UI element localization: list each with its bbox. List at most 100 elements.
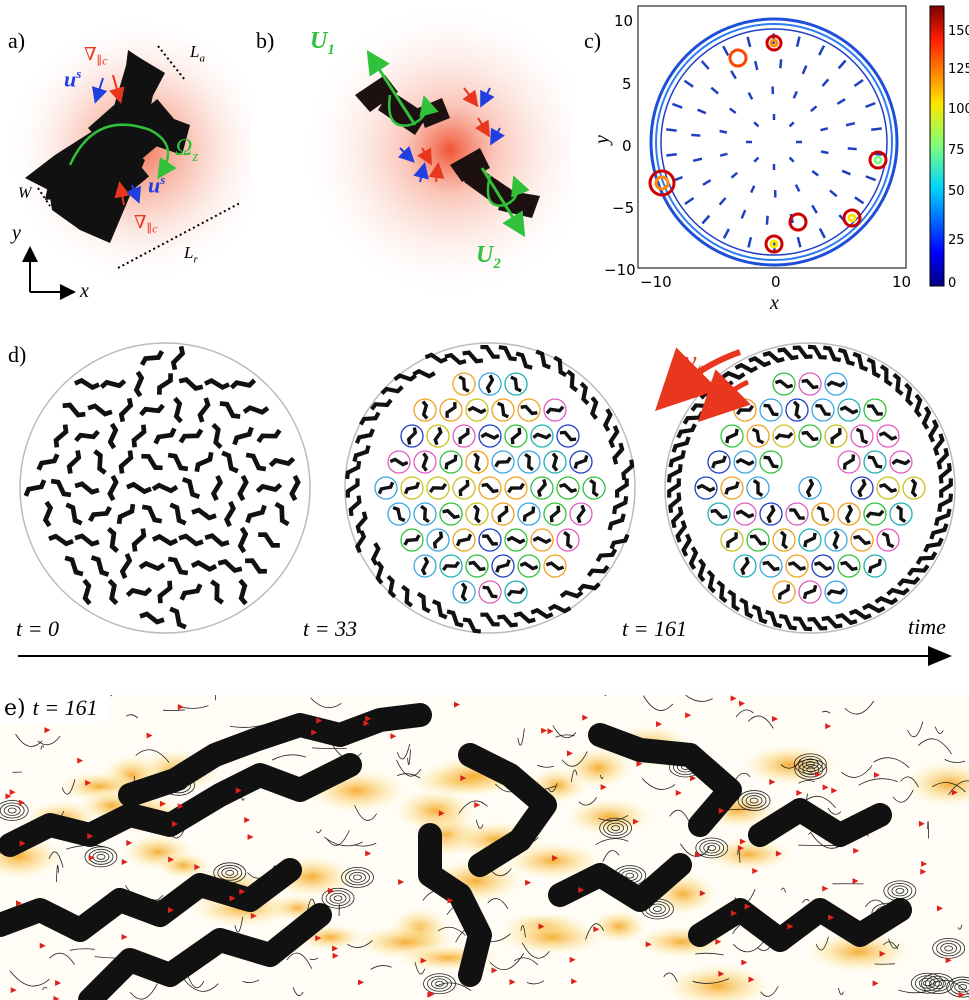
streamline [56,864,59,883]
vortex-streamline [0,800,29,821]
z-particle-right-stub [138,110,190,155]
zigzag-particle [697,558,706,583]
grad-symbol-2: ∇ [134,212,147,232]
streamline [40,745,45,750]
y-tick: 0 [622,137,632,155]
vortex-streamline [946,976,969,998]
zigzag-particle [211,422,223,450]
zigzag-particle [428,482,448,494]
zigzag-particle [23,479,47,497]
rotation-ring [772,372,796,396]
rotation-ring [556,476,580,500]
flow-arrowhead [822,784,829,791]
streamline [841,765,873,778]
flow-arrowhead [15,900,22,907]
zigzag-particle [412,368,436,379]
zigzag-particle [74,533,100,547]
zigzag-particle [777,584,791,600]
zigzag-particle [892,372,904,396]
streamline [310,697,342,709]
vortex-streamline [341,867,374,888]
y-axis-label: y [590,135,613,144]
rotation-ring [387,502,411,526]
vortex-streamline [798,761,824,778]
U2-sub: 2 [493,255,501,272]
colorbar [929,5,945,287]
zigzag-particle [139,403,165,417]
zigzag-particle [878,431,898,441]
zigzag-particle [710,508,728,520]
zigzag-particle [559,430,577,442]
snapshot-3-time: t = 161 [622,616,687,641]
heat-glow [389,786,481,835]
flow-arrowhead [731,910,738,917]
streamline [804,795,836,809]
streamline [435,982,472,991]
streamline [570,769,578,782]
zigzag-particle [355,511,368,534]
streamline [957,924,963,930]
zigzag-particle [576,504,586,524]
zigzag-particle [380,385,404,395]
zigzag-particle [853,534,871,546]
trajectory-segment [700,60,710,70]
streamline [526,980,545,985]
z-particle-left-stub [45,160,95,200]
zigzag-particle [403,481,421,495]
trajectory-segment [747,92,754,100]
zigzag-particle [389,457,409,467]
zigzag-particle [131,528,147,552]
streamline [918,738,952,755]
zigzag-particle [532,535,552,545]
vortex-streamline [932,937,966,959]
vortex-streamline [325,890,351,907]
flow-arrowhead [921,860,928,867]
zigzag-particle [667,478,681,498]
zigzag-particle [751,604,768,625]
zigzag-particle [420,504,430,524]
zigzag-particle [867,455,883,469]
zigzag-particle [792,345,813,359]
rotation-ring [517,502,541,526]
zigzag-particle [506,535,526,545]
zigzag-particle [524,452,534,472]
zigzag-particle [245,452,267,472]
zigzag-particle [910,478,918,498]
trajectory-segment [794,184,801,192]
zigzag-particle [467,405,487,415]
streamline [326,830,350,846]
zigzag-particle [462,617,482,634]
zigzag-particle [42,500,54,528]
vortex-streamline [737,790,771,811]
zigzag-particle [874,596,899,606]
zigzag-particle [801,430,819,442]
rotation-ring [439,450,463,474]
rotation-ring [850,476,874,500]
rotation-ring [413,554,437,578]
zigzag-particle [445,402,457,418]
zigzag-particle [765,609,783,629]
La-dim [157,45,186,81]
flow-arrowhead [772,715,779,722]
particle-chain-segment [0,858,302,942]
zigzag-particle [545,405,565,415]
grad-arrow [474,117,491,138]
zigzag-particle [938,463,952,484]
rotation-ring [863,502,887,526]
zigzag-particle [608,425,620,449]
U2-label: U2 [476,242,501,273]
rotation-ring [439,502,463,526]
streamline [181,705,209,709]
vortex-streamline [954,981,969,993]
zigzag-particle [358,411,381,426]
La-sub: a [199,52,205,65]
rotation-ring [785,398,809,422]
zigzag-particle [458,479,470,497]
rotation-ring [413,450,437,474]
rotation-ring [517,398,541,422]
streamline [802,899,810,904]
zigzag-particle [921,406,932,430]
rotation-ring [863,450,887,474]
colorbar-tick: 100 [948,102,969,117]
zigzag-particle [936,447,950,470]
